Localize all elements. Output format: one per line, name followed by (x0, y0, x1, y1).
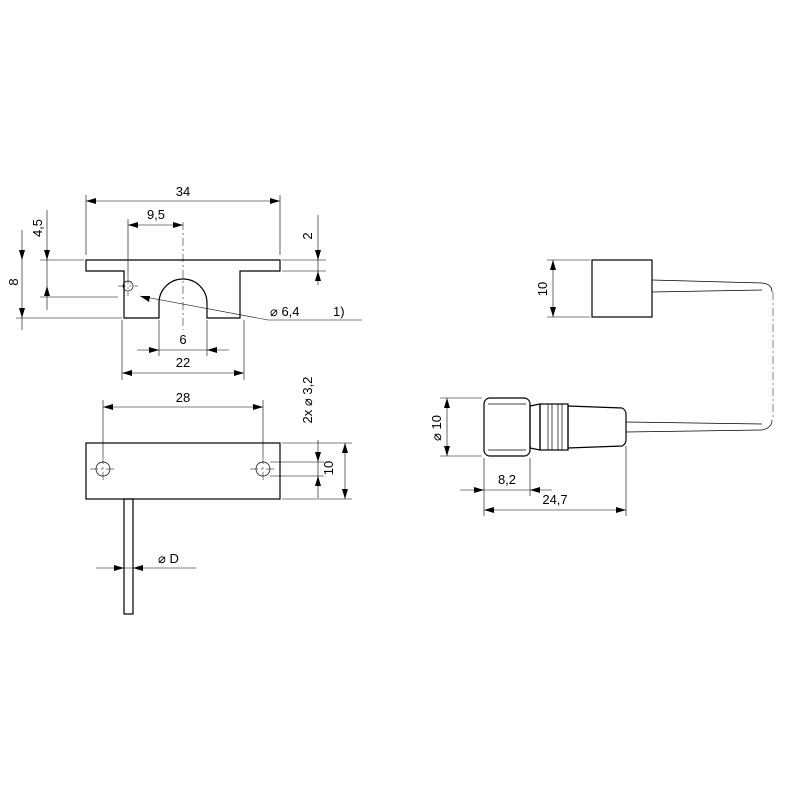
cable-stub (123, 498, 134, 615)
dimension-dia-d: ⌀ D (96, 551, 196, 571)
plate-top-view (85, 442, 281, 615)
magnet-block (591, 259, 774, 420)
dim-8-2-label: 8,2 (498, 472, 516, 487)
dimension-magnet-10: 10 (535, 259, 590, 318)
dim-28-label: 28 (176, 390, 190, 405)
dimension-4-5: 4,5 (30, 210, 118, 310)
dim-connector-dia-10-label: ⌀ 10 (429, 415, 444, 441)
dim-plate-10-label: 10 (321, 461, 336, 475)
dim-34-label: 34 (176, 184, 190, 199)
dim-9-5-label: 9,5 (147, 207, 165, 222)
dimension-2: 2 (282, 215, 326, 285)
connector (483, 397, 773, 457)
dim-dia-6-4-label: ⌀ 6,4 (270, 304, 300, 319)
dim-8-label: 8 (6, 278, 21, 285)
dimension-34: 34 (85, 184, 281, 255)
dimension-2x-dia-3-2: 2x ⌀ 3,2 10 (270, 377, 336, 498)
dimension-dia-6-4: ⌀ 6,4 1) (139, 295, 362, 321)
dim-4-5-label: 4,5 (30, 219, 45, 237)
dim-2x-dia-3-2-label: 2x ⌀ 3,2 (300, 377, 315, 424)
footnote-1-label: 1) (333, 304, 345, 319)
dimension-6: 6 (137, 320, 229, 356)
dimension-plate-10 (282, 442, 352, 500)
dim-2-label: 2 (300, 232, 315, 239)
dim-22-label: 22 (176, 355, 190, 370)
dim-24-7-label: 24,7 (542, 492, 567, 507)
dimension-connector-dia-10: ⌀ 10 (429, 397, 482, 457)
dimension-24-7: 24,7 (484, 446, 627, 516)
dim-dia-d-label: ⌀ D (158, 551, 179, 566)
dim-6-label: 6 (179, 332, 186, 347)
dimension-8: 8 (6, 230, 122, 330)
dimension-28: 28 (102, 390, 264, 456)
dimension-9-5: 9,5 (127, 207, 183, 276)
dimension-8-2: 8,2 (460, 458, 552, 516)
bracket-side-view (85, 222, 281, 330)
dim-magnet-10-label: 10 (535, 282, 550, 296)
dimension-22: 22 (121, 320, 245, 380)
